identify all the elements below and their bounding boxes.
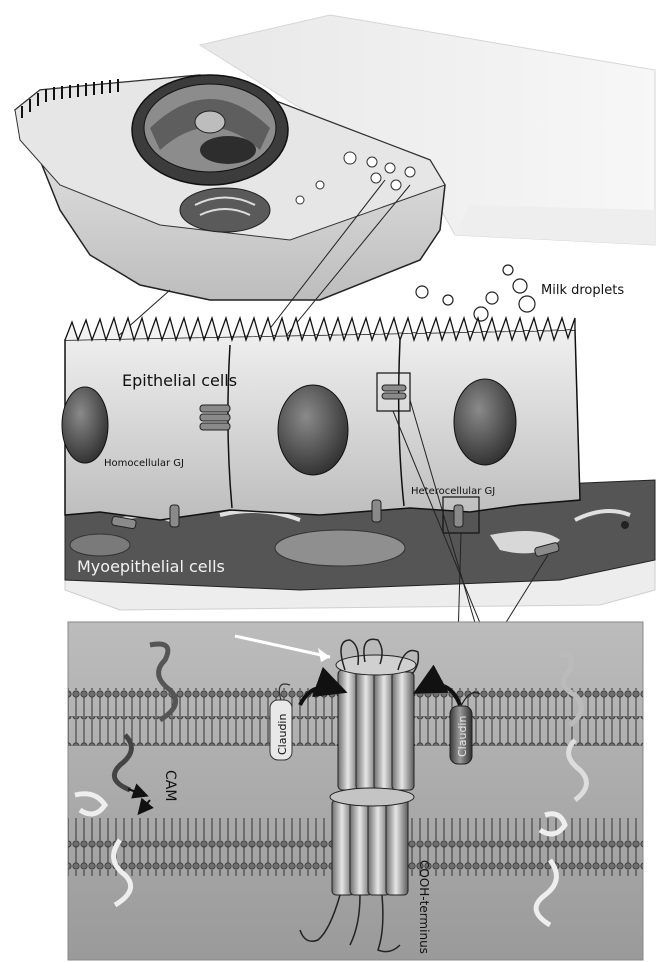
homocellular-gj-label: Homocellular GJ [104, 458, 184, 469]
claudin-left-label: Claudin [276, 714, 289, 755]
cooh-terminus-label: COOH-terminus [417, 860, 431, 954]
milk-droplet [513, 279, 527, 293]
heterocellular-gap-junction [170, 505, 179, 527]
epithelial-cells-label: Epithelial cells [122, 371, 237, 390]
nucleus [278, 385, 348, 475]
claudin-right-label: Claudin [456, 716, 469, 757]
nucleus [454, 379, 516, 465]
heterocellular-gap-junction [454, 505, 463, 527]
heterocellular-gap-junction [372, 500, 381, 522]
molecular-detail-panel [68, 622, 643, 960]
cam-label: CAM [162, 770, 178, 801]
milk-droplet [519, 296, 535, 312]
myoepithelial-cells-label: Myoepithelial cells [77, 557, 225, 576]
milk-droplet [503, 265, 513, 275]
milk-droplets-label: Milk droplets [541, 283, 624, 298]
milk-droplet [416, 286, 428, 298]
top-cell-illustration [15, 15, 655, 300]
milk-droplet [443, 295, 453, 305]
nucleus [62, 387, 108, 463]
milk-droplets-group [416, 265, 535, 321]
homocellular-gap-junction [200, 405, 230, 430]
milk-droplet [474, 307, 488, 321]
milk-droplet [486, 292, 498, 304]
heterocellular-gj-label: Heterocellular GJ [411, 486, 495, 497]
